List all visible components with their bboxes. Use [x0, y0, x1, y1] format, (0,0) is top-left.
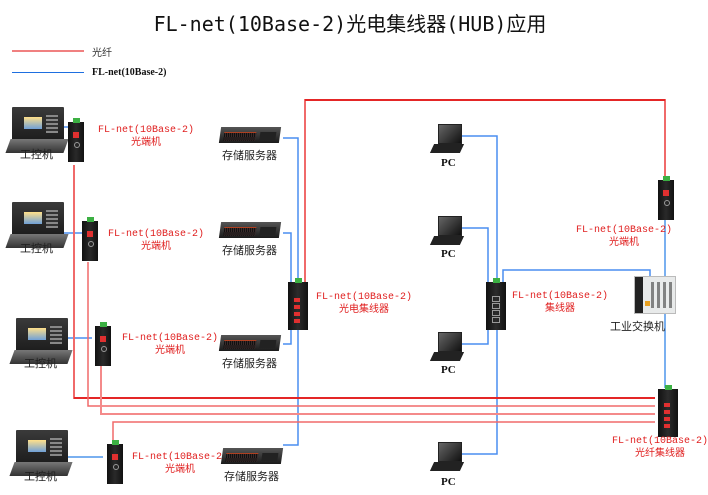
pc-label: PC — [441, 248, 456, 260]
fiber-hub-label: FL-net(10Base-2)光纤集线器 — [612, 436, 708, 460]
fiber-3 — [100, 366, 655, 415]
industrial-pc-icon[interactable] — [9, 430, 73, 478]
ipc-label: 工控机 — [24, 470, 57, 483]
storage-server-icon[interactable] — [218, 222, 282, 238]
fiber-converter-icon[interactable] — [78, 217, 102, 261]
diagram-title: FL-net(10Base-2)光电集线器(HUB)应用 — [153, 12, 547, 36]
opto-hub-label: FL-net(10Base-2)光电集线器 — [316, 292, 413, 316]
converter-label: FL-net(10Base-2)光端机 — [108, 229, 205, 253]
fiber-converter-icon[interactable] — [91, 322, 115, 366]
industrial-pc-icon[interactable] — [5, 107, 69, 155]
fiber-converter-icon[interactable] — [64, 118, 88, 162]
ipc-label: 工控机 — [20, 148, 53, 161]
cable-server4 — [283, 316, 299, 446]
fiber-2 — [87, 262, 655, 407]
opto-electric-hub-icon[interactable] — [283, 278, 311, 330]
pc-icon[interactable] — [429, 332, 465, 364]
pc-label: PC — [441, 476, 456, 488]
pc-icon[interactable] — [429, 124, 465, 156]
server-label: 存储服务器 — [222, 149, 277, 162]
legend-fiber-label: 光纤 — [92, 48, 112, 59]
cable-server1 — [283, 137, 299, 282]
legend-fiber-line — [12, 50, 84, 52]
legend-cable-label: FL-net(10Base-2) — [92, 67, 167, 78]
converter-label: FL-net(10Base-2)光端机 — [576, 225, 673, 249]
pc-label: PC — [441, 364, 456, 376]
converter-label: FL-net(10Base-2)光端机 — [98, 125, 195, 149]
ipc-label: 工控机 — [24, 357, 57, 370]
cable-pc2 — [462, 227, 489, 282]
industrial-pc-icon[interactable] — [9, 318, 73, 366]
storage-server-icon[interactable] — [218, 127, 282, 143]
switch-label: 工业交换机 — [610, 320, 665, 333]
hub-icon[interactable] — [481, 278, 509, 330]
cable-pc4 — [462, 320, 498, 455]
cable-server2 — [283, 232, 292, 282]
fiber-4 — [112, 421, 655, 445]
cable-hub-switch — [502, 269, 651, 282]
cable-pc1 — [462, 135, 498, 282]
converter-label: FL-net(10Base-2)光端机 — [132, 452, 229, 476]
storage-server-icon[interactable] — [220, 448, 284, 464]
industrial-pc-icon[interactable] — [5, 202, 69, 250]
server-label: 存储服务器 — [222, 357, 277, 370]
fiber-1 — [73, 165, 655, 399]
pc-label: PC — [441, 157, 456, 169]
server-label: 存储服务器 — [224, 470, 279, 483]
ipc-label: 工控机 — [20, 242, 53, 255]
pc-icon[interactable] — [429, 442, 465, 474]
pc-icon[interactable] — [429, 216, 465, 248]
fiber-converter-icon[interactable] — [654, 176, 678, 220]
server-label: 存储服务器 — [222, 244, 277, 257]
fiber-hub-icon[interactable] — [653, 385, 681, 437]
industrial-switch-icon[interactable] — [634, 276, 676, 314]
converter-label: FL-net(10Base-2)光端机 — [122, 333, 219, 357]
fiber-converter-icon[interactable] — [103, 440, 127, 484]
legend-cable-line — [12, 72, 84, 73]
fiber-top — [304, 99, 666, 282]
storage-server-icon[interactable] — [218, 335, 282, 351]
hub-label: FL-net(10Base-2)集线器 — [512, 291, 609, 315]
